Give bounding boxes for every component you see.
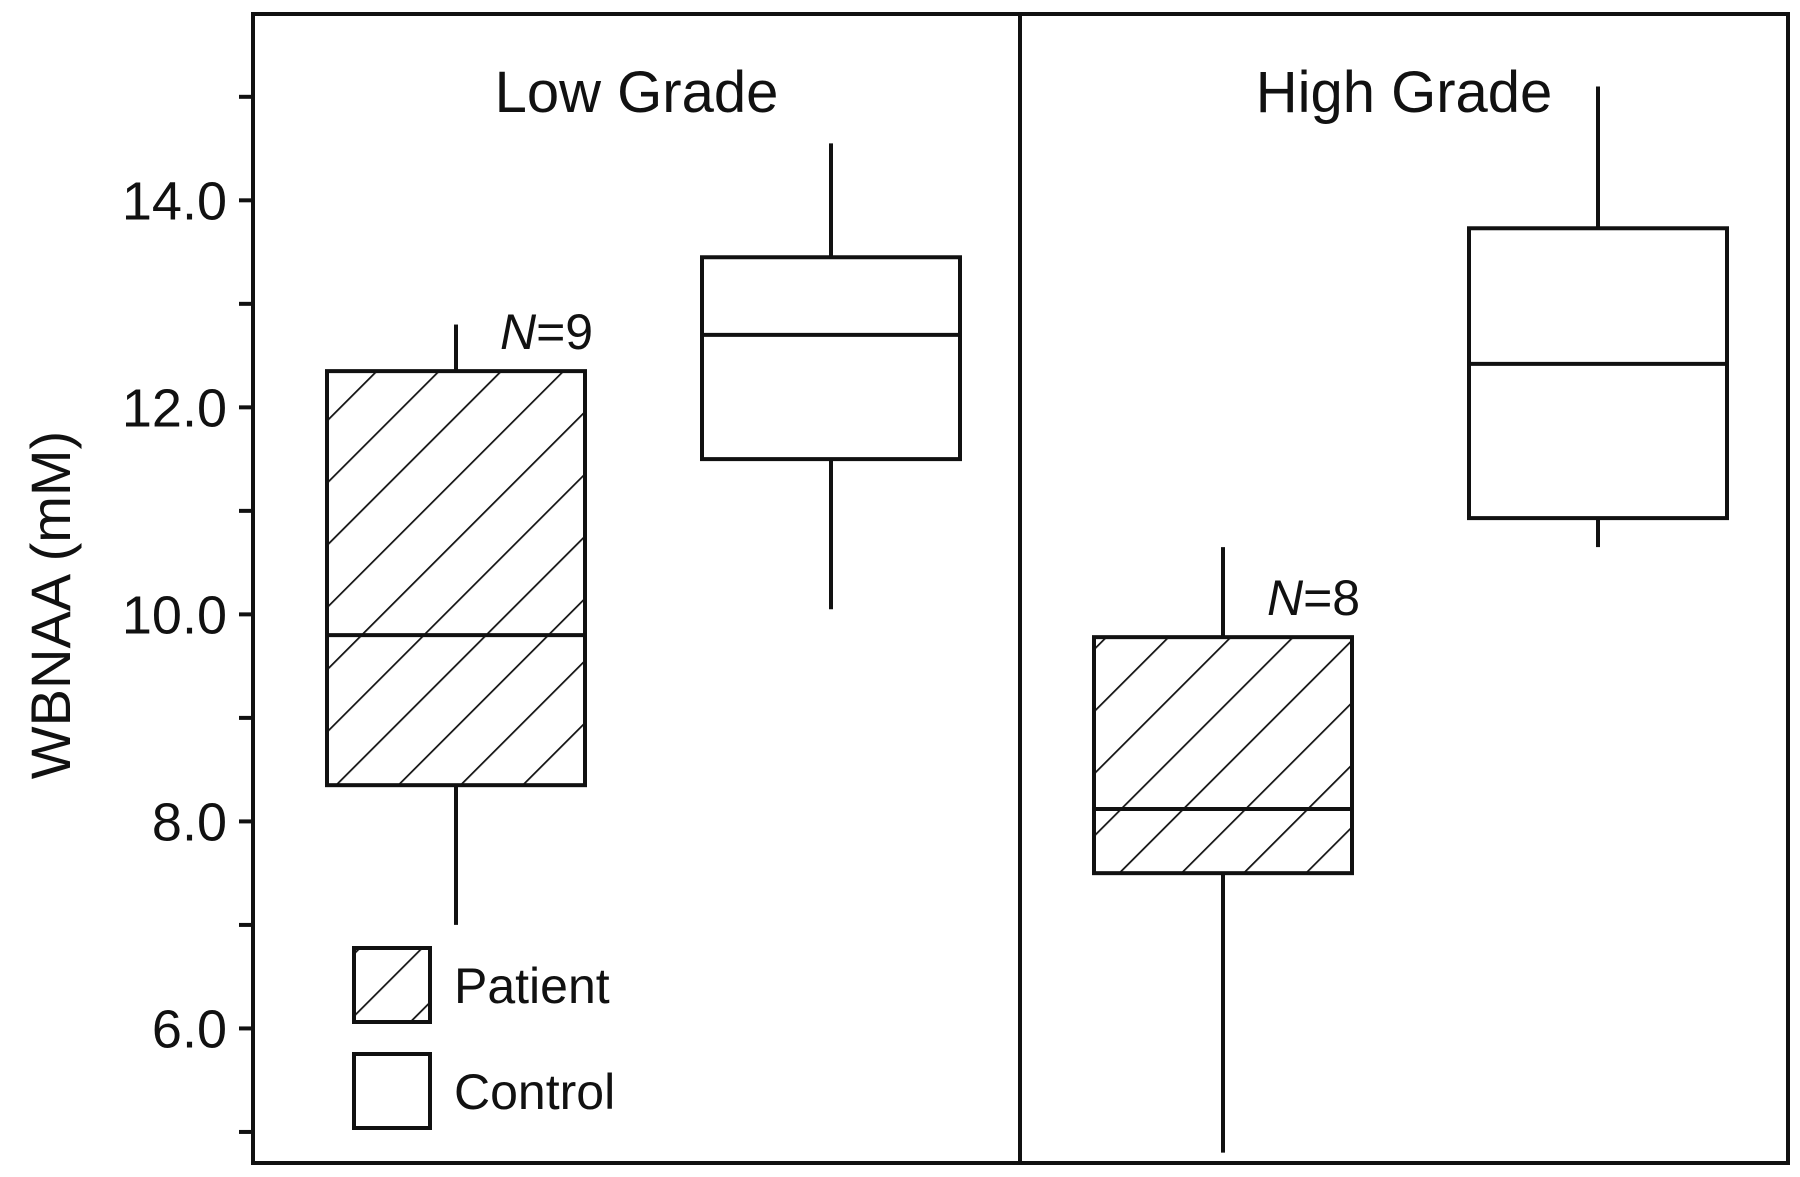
panel-frame (1018, 12, 1790, 1165)
legend-swatch (352, 1052, 432, 1130)
box-patient: N=9 (325, 304, 593, 925)
n-label: N=9 (500, 304, 593, 360)
iqr-box (325, 369, 587, 788)
panel-title: High Grade (1256, 60, 1553, 125)
legend-label: Patient (454, 958, 610, 1014)
legend-swatch (352, 946, 432, 1024)
iqr-box (700, 255, 962, 462)
y-tick-label: 6.0 (152, 999, 227, 1059)
panel-title: Low Grade (495, 60, 779, 125)
y-axis: 6.0 8.0 10.0 12.0 14.0 (122, 94, 253, 1134)
legend-item-control: Control (352, 1052, 615, 1130)
legend-label: Control (454, 1064, 615, 1120)
box-control (700, 143, 962, 610)
iqr-box (1092, 635, 1354, 876)
box-control (1467, 86, 1729, 548)
y-tick-label: 14.0 (122, 171, 227, 231)
legend-item-patient: Patient (352, 946, 610, 1024)
y-tick-label: 12.0 (122, 378, 227, 438)
box-patient: N=8 (1092, 547, 1360, 1153)
n-label: N=8 (1267, 570, 1360, 626)
y-tick-label: 8.0 (152, 792, 227, 852)
y-tick-label: 10.0 (122, 585, 227, 645)
y-axis-label: WBNAA (mM) (19, 431, 82, 779)
iqr-box (1467, 226, 1729, 521)
